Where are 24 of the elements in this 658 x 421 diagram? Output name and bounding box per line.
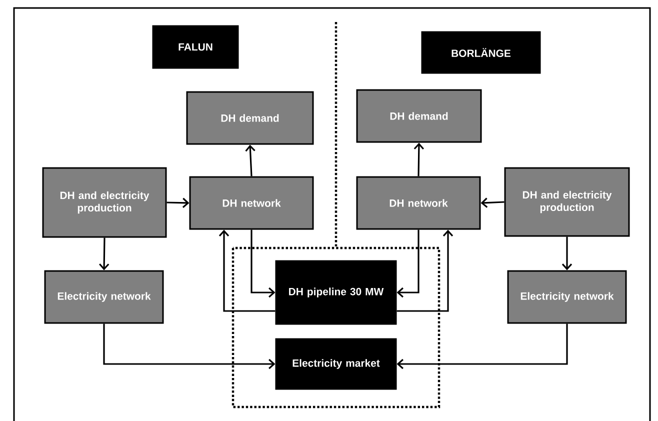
process-box: DH and electricity production <box>504 167 630 237</box>
place-label: BORLÄNGE <box>421 31 541 74</box>
process-box: Electricity network <box>44 270 164 324</box>
process-box: DH demand <box>356 89 482 143</box>
process-box: DH network <box>356 176 481 230</box>
arrow <box>250 230 276 298</box>
arrow <box>99 238 110 270</box>
place-label: FALUN <box>152 25 239 69</box>
process-box: DH network <box>189 176 314 230</box>
arrow <box>218 230 276 312</box>
process-box: Electricity network <box>507 270 627 324</box>
process-box: DH demand <box>186 91 314 145</box>
arrow <box>166 198 190 208</box>
arrow <box>396 324 568 370</box>
arrow <box>103 324 276 370</box>
arrow <box>480 198 504 208</box>
process-box: DH pipeline 30 MW <box>275 260 397 325</box>
arrow <box>562 236 572 270</box>
arrow <box>396 230 454 312</box>
arrow <box>245 144 256 176</box>
arrow <box>396 230 420 298</box>
arrow <box>414 142 424 176</box>
process-box: Electricity market <box>275 338 397 390</box>
process-box: DH and electricity production <box>42 167 167 238</box>
